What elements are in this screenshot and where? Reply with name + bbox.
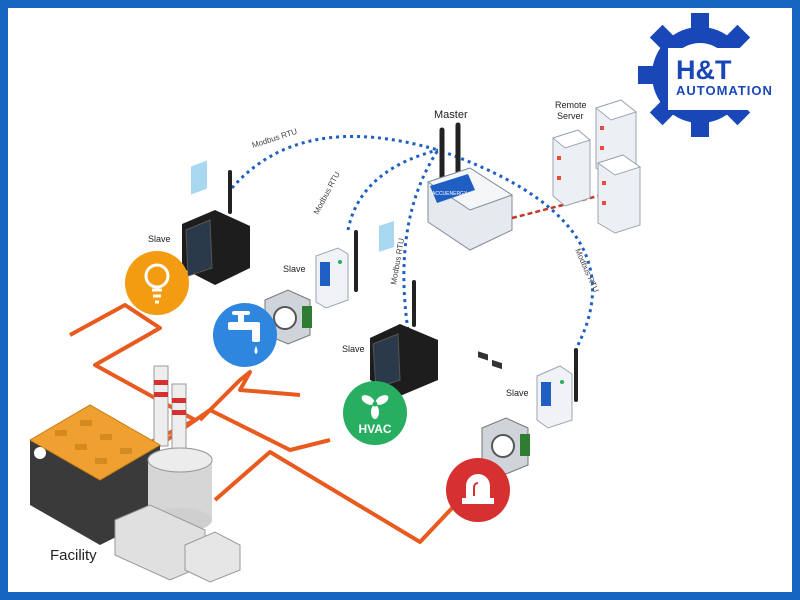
wireless-link-3 <box>402 149 440 331</box>
brand-name: H&T <box>676 55 732 85</box>
remote-servers <box>551 99 642 234</box>
alarm-sensor-4 <box>481 417 530 475</box>
slave-label-4: Slave <box>506 388 529 398</box>
master-gateway: ACCUENERGY <box>426 122 514 370</box>
link-label-modbus-2: Modbus RTU <box>312 170 342 216</box>
brand-tagline: AUTOMATION <box>676 83 773 98</box>
slave-meter-3 <box>370 220 438 396</box>
fan-icon <box>361 395 389 419</box>
remote-server-label-line2: Server <box>557 111 584 121</box>
slave-label-3: Slave <box>342 344 365 354</box>
gateway-brand: ACCUENERGY <box>432 191 468 197</box>
link-label-modbus-1: Modbus RTU <box>251 127 299 150</box>
remote-server-label-line1: Remote <box>555 100 587 110</box>
wireless-links <box>230 135 595 346</box>
network-diagram: H&T AUTOMATION Modbus RTU Modbus RTU Mod… <box>29 13 788 583</box>
wireless-link-1 <box>230 135 439 189</box>
wired-line-alarm <box>213 450 457 544</box>
facility-building <box>29 365 241 583</box>
alarm-device <box>446 458 510 522</box>
slave-io-module-4 <box>536 348 578 429</box>
facility-badge-icon <box>34 447 46 459</box>
water-device <box>213 303 277 367</box>
hvac-device: HVAC <box>343 381 407 445</box>
slave-label-1: Slave <box>148 234 171 244</box>
facility-label: Facility <box>50 547 97 564</box>
wireless-link-2 <box>346 148 439 231</box>
slave-io-module-2 <box>315 230 358 309</box>
wired-line-water <box>198 370 301 422</box>
lightbulb-icon <box>144 263 170 304</box>
alarm-light-icon <box>462 474 494 504</box>
slave-meter-1 <box>182 160 250 285</box>
hvac-label: HVAC <box>358 422 391 436</box>
brand-logo: H&T AUTOMATION <box>638 13 788 137</box>
light-device <box>125 251 189 315</box>
server-unit-1 <box>551 129 592 207</box>
diagram-frame: H&T AUTOMATION Modbus RTU Modbus RTU Mod… <box>8 8 792 592</box>
slave-label-2: Slave <box>283 264 306 274</box>
faucet-icon <box>228 311 260 354</box>
server-unit-3 <box>596 154 642 234</box>
master-label: Master <box>434 109 468 121</box>
